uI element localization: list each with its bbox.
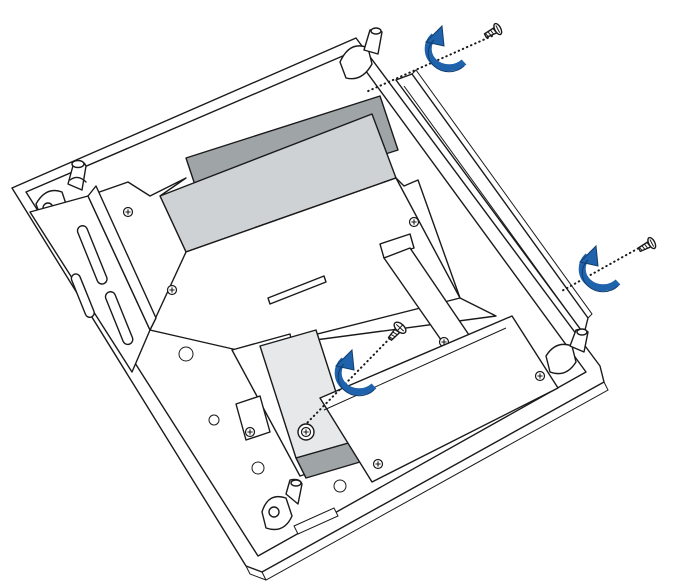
standoff-right	[545, 328, 589, 375]
side-rail	[395, 69, 593, 335]
screw-path-lines	[305, 35, 647, 425]
screw-icon	[483, 22, 503, 39]
lower-cage	[180, 329, 361, 479]
cover-plate	[297, 315, 559, 483]
rotate-arrow-icon	[424, 24, 467, 73]
standoff-top	[339, 27, 383, 80]
base-holes	[178, 346, 347, 535]
screw-icon	[637, 236, 657, 253]
screw-icon	[387, 321, 407, 341]
rotate-arrow-icon	[334, 348, 377, 397]
hdd-bracket	[87, 177, 497, 375]
standoff-bottom	[261, 478, 303, 531]
rotate-arrow-icon	[578, 244, 621, 293]
left-mounting-plate	[29, 185, 157, 373]
